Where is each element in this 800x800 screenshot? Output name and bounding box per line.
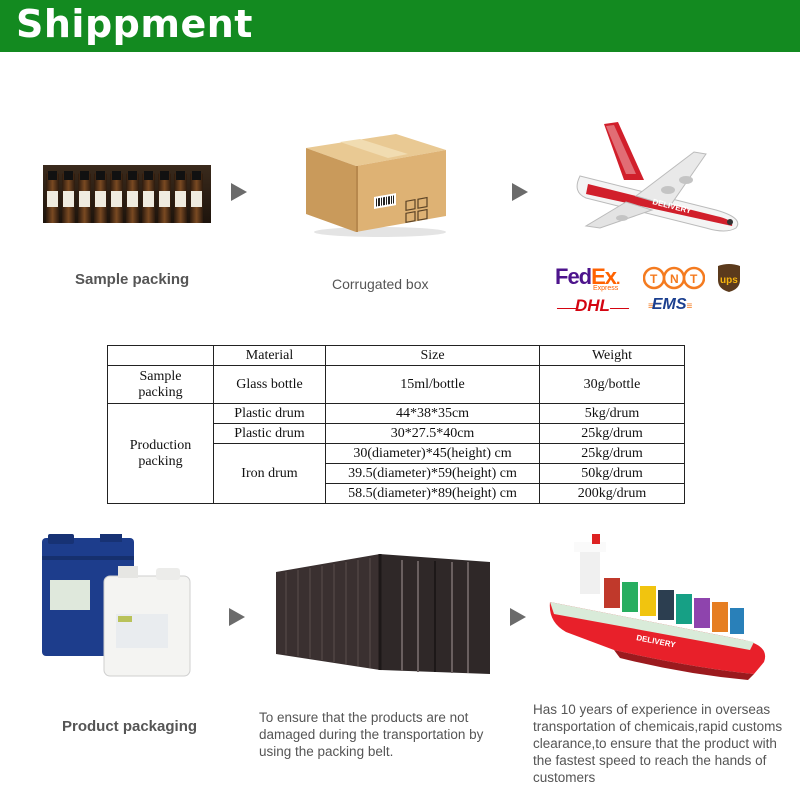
svg-text:N: N <box>670 272 679 286</box>
corrugated-box-caption: Corrugated box <box>332 276 429 292</box>
table-row: 39.5(diameter)*59(height) cm 50kg/drum <box>108 463 685 484</box>
sample-packing-caption: Sample packing <box>75 271 190 288</box>
arrow-right-icon <box>512 183 528 201</box>
table-cell: 50kg/drum <box>539 463 685 484</box>
table-header-cell: Material <box>213 345 326 366</box>
container-description: To ensure that the products are not dama… <box>259 710 484 759</box>
table-cell: Iron drum <box>213 443 326 504</box>
table-row: Production packing Plastic drum 44*38*35… <box>107 403 685 504</box>
ship-description: Has 10 years of experience in overseas t… <box>533 702 783 785</box>
table-header-cell: Size <box>325 345 540 366</box>
table-cell: 58.5(diameter)*89(height) cm <box>325 483 540 504</box>
table-header-row: Material Size Weight <box>107 345 685 366</box>
table-row: 58.5(diameter)*89(height) cm 200kg/drum <box>108 483 685 504</box>
shipping-container-image <box>276 554 490 674</box>
table-cell: Plastic drum <box>213 403 326 424</box>
product-drums-image <box>42 534 191 677</box>
cargo-ship-image: DELIVERY <box>549 534 766 680</box>
fedex-logo: FedEx. Express <box>555 264 621 292</box>
table-header-cell <box>107 345 214 366</box>
table-cell: Plastic drum <box>213 423 326 444</box>
dhl-logo: ——DHL—— <box>557 296 629 315</box>
sample-packing-label: Sample packing <box>107 365 214 404</box>
packing-table: Material Size Weight Sample packing Glas… <box>107 345 685 504</box>
table-cell: 25kg/drum <box>539 423 685 444</box>
table-cell: 25kg/drum <box>539 443 685 464</box>
table-cell: 30*27.5*40cm <box>325 423 540 444</box>
table-cell: 15ml/bottle <box>325 365 540 404</box>
table-cell: 30(diameter)*45(height) cm <box>325 443 540 464</box>
table-cell: 39.5(diameter)*59(height) cm <box>325 463 540 484</box>
svg-text:T: T <box>690 272 698 286</box>
corrugated-box-image <box>306 134 446 237</box>
table-header-cell: Weight <box>539 345 685 366</box>
table-cell: 44*38*35cm <box>325 403 540 424</box>
production-packing-label: Production packing <box>107 403 214 504</box>
tnt-logo: T N T <box>643 266 705 290</box>
arrow-right-icon <box>231 183 247 201</box>
svg-text:ups: ups <box>720 275 738 286</box>
product-packaging-caption: Product packaging <box>62 718 198 735</box>
table-cell: Glass bottle <box>213 365 326 404</box>
arrow-right-icon <box>510 608 526 626</box>
header-banner: Shippment <box>0 0 800 52</box>
table-cell: 30g/bottle <box>539 365 685 404</box>
table-row: Sample packing Glass bottle 15ml/bottle … <box>107 365 685 404</box>
svg-text:T: T <box>650 272 658 286</box>
ems-logo: ≡EMS≡ <box>648 296 692 313</box>
airplane-image: DELIVERY <box>576 122 739 232</box>
page-title: Shippment <box>16 2 253 46</box>
table-row: Iron drum 30(diameter)*45(height) cm 25k… <box>108 443 685 504</box>
ups-logo: ups <box>718 264 740 292</box>
table-cell: 5kg/drum <box>539 403 685 424</box>
sample-bottles-image <box>43 165 211 223</box>
arrow-right-icon <box>229 608 245 626</box>
table-cell: 200kg/drum <box>539 483 685 504</box>
